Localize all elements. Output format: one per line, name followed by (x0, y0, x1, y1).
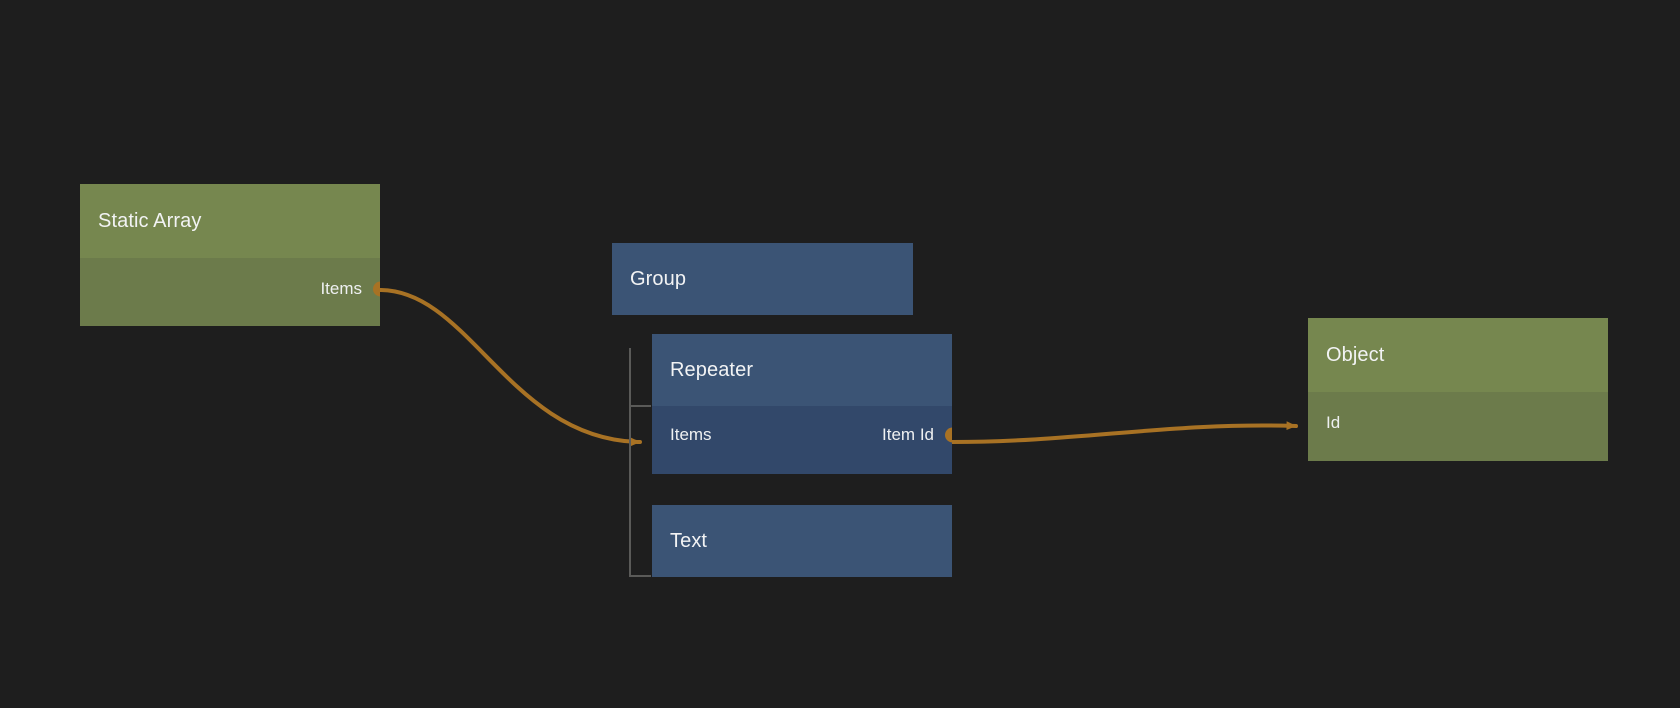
node-object-body: Id (1308, 392, 1608, 461)
port-row-static-array-items[interactable]: Items (80, 275, 380, 303)
node-object-title: Object (1326, 343, 1385, 366)
node-object[interactable]: Object Id (1308, 318, 1608, 461)
connection-items-to-repeater[interactable] (378, 288, 642, 447)
output-port-items-dot[interactable] (372, 281, 380, 297)
node-repeater-title: Repeater (670, 358, 754, 381)
port-label-items: Items (320, 279, 362, 298)
node-group-title: Group (630, 267, 687, 290)
port-row-repeater-items[interactable]: Items Item Id (652, 421, 952, 449)
port-label-object-id: Id (1326, 413, 1341, 432)
group-tree-branch-text (629, 575, 651, 577)
node-static-array-title: Static Array (98, 209, 202, 232)
node-static-array-body: Items (80, 258, 380, 326)
node-repeater[interactable]: Repeater Items Item Id (652, 334, 952, 474)
output-port-item-id-dot[interactable] (944, 427, 952, 443)
group-tree-branch-repeater (629, 405, 651, 407)
node-text-header[interactable]: Text (652, 505, 952, 577)
node-repeater-body: Items Item Id (652, 406, 952, 474)
node-static-array[interactable]: Static Array Items (80, 184, 380, 326)
node-repeater-header[interactable]: Repeater (652, 334, 952, 406)
node-object-header[interactable]: Object (1308, 318, 1608, 392)
node-text[interactable]: Text (652, 505, 952, 577)
node-text-title: Text (670, 529, 708, 552)
port-row-object-id[interactable]: Id (1308, 409, 1608, 437)
connection-itemid-to-object[interactable] (950, 421, 1298, 444)
group-tree-trunk (629, 348, 631, 576)
port-label-repeater-items: Items (670, 425, 712, 444)
node-group[interactable]: Group (612, 243, 913, 315)
node-group-header[interactable]: Group (612, 243, 913, 315)
node-static-array-header[interactable]: Static Array (80, 184, 380, 258)
port-label-repeater-item-id: Item Id (882, 425, 934, 444)
